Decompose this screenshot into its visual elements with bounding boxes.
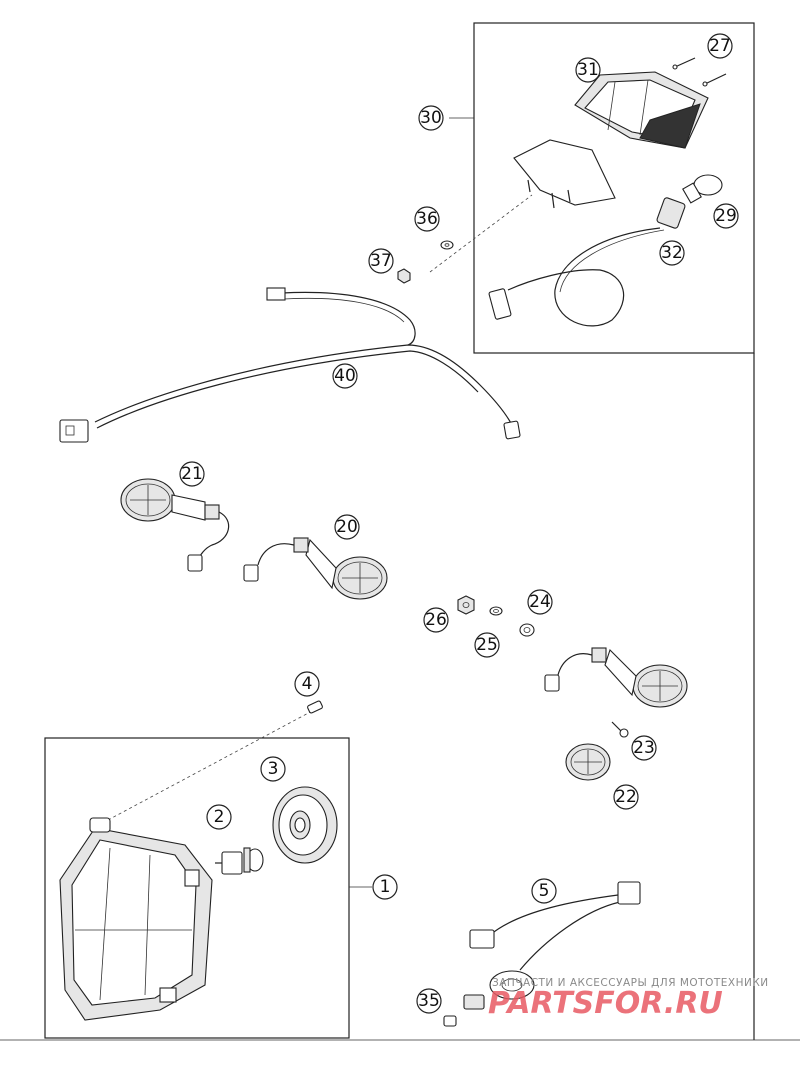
callout-22: 22 [613, 784, 639, 810]
callout-4: 4 [294, 671, 320, 697]
callout-27: 27 [707, 33, 733, 59]
svg-text:1: 1 [380, 877, 391, 897]
svg-text:32: 32 [661, 243, 683, 263]
svg-text:40: 40 [334, 366, 356, 386]
svg-text:25: 25 [476, 635, 498, 655]
leader-line-4 [107, 709, 315, 821]
svg-text:21: 21 [181, 464, 203, 484]
tail-light-lens-31 [574, 71, 709, 149]
callout-31: 31 [575, 57, 601, 83]
svg-text:24: 24 [529, 592, 551, 612]
svg-text:20: 20 [336, 517, 358, 537]
callout-21: 21 [179, 461, 205, 487]
svg-text:31: 31 [577, 60, 599, 80]
callout-20: 20 [334, 514, 360, 540]
watermark-logo: PARTSFOR.RU [488, 986, 723, 1021]
svg-text:3: 3 [268, 759, 279, 779]
callout-5: 5 [531, 878, 557, 904]
washer-24 [519, 623, 535, 637]
bulb-2 [215, 847, 264, 875]
svg-text:26: 26 [425, 610, 447, 630]
callout-32: 32 [659, 240, 685, 266]
svg-text:35: 35 [418, 991, 440, 1011]
washer-36 [440, 240, 454, 250]
indicator-20 [243, 537, 388, 600]
callout-37: 37 [368, 248, 394, 274]
indicator-21 [120, 478, 230, 572]
bulb-29 [682, 174, 723, 204]
screw-23 [611, 721, 629, 738]
svg-text:5: 5 [539, 881, 550, 901]
reflector-3 [272, 786, 338, 864]
callout-24: 24 [527, 589, 553, 615]
callout-35: 35 [416, 988, 442, 1014]
callout-40: 40 [332, 363, 358, 389]
indicator-front-right [544, 647, 688, 708]
screw-4 [307, 700, 323, 714]
headlight-group-frame [44, 737, 350, 1039]
callout-36: 36 [414, 206, 440, 232]
callout-23: 23 [631, 735, 657, 761]
lens-22 [565, 743, 611, 781]
headlight-wiring-5 [469, 881, 641, 1000]
svg-text:22: 22 [615, 787, 637, 807]
svg-text:2: 2 [214, 807, 225, 827]
svg-text:30: 30 [420, 108, 442, 128]
callout-2: 2 [206, 804, 232, 830]
lock-washer-25 [489, 606, 503, 616]
bulb-35 [443, 994, 485, 1027]
leader-line-36-37 [429, 194, 533, 273]
screws-27 [672, 57, 727, 87]
svg-text:37: 37 [370, 251, 392, 271]
svg-text:29: 29 [715, 206, 737, 226]
callout-3: 3 [260, 756, 286, 782]
svg-text:36: 36 [416, 209, 438, 229]
wiring-harness-40 [59, 287, 521, 443]
nut-26 [457, 595, 475, 615]
svg-text:27: 27 [709, 36, 731, 56]
callout-1: 1 [372, 874, 398, 900]
headlight-housing-1 [59, 817, 213, 1021]
callout-29: 29 [713, 203, 739, 229]
callout-25: 25 [474, 632, 500, 658]
callout-30: 30 [418, 105, 444, 131]
svg-text:23: 23 [633, 738, 655, 758]
svg-text:4: 4 [302, 674, 313, 694]
nut-37 [397, 268, 411, 284]
taillight-group-frame [473, 22, 755, 354]
tail-light-housing [513, 139, 616, 209]
watermark-caption: ЗАПЧАСТИ И АКСЕССУАРЫ ДЛЯ МОТОТЕХНИКИ [492, 977, 769, 989]
callout-26: 26 [423, 607, 449, 633]
bulb-socket-32 [488, 197, 686, 327]
